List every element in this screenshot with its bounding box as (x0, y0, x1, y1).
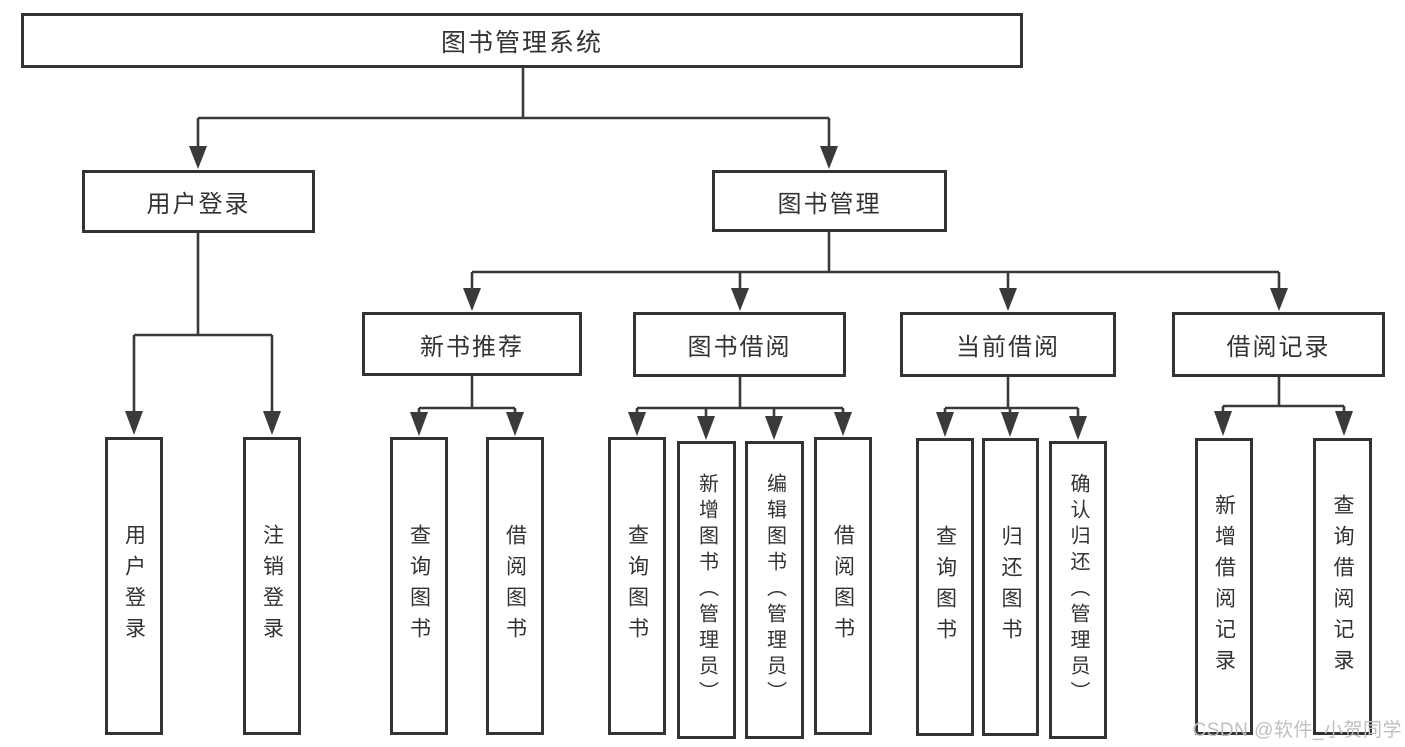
watermark-text: CSDN @软件_小贺同学 (1192, 720, 1402, 741)
arrowhead (834, 412, 852, 436)
node-label: 归还图书 (999, 525, 1022, 649)
node-new-book-recommend: 新书推荐 (362, 312, 582, 376)
node-label: 借阅图书 (831, 524, 855, 648)
arrowhead (463, 288, 481, 311)
arrowhead (697, 416, 715, 440)
leaf-user-login: 用户登录 (105, 437, 163, 735)
node-label: 当前借阅 (956, 334, 1060, 361)
arrowhead (1069, 416, 1087, 440)
node-book-management: 图书管理 (712, 170, 947, 232)
node-label: 查询图书 (933, 525, 957, 649)
connector-new-book-recommend-to-leaves (410, 376, 524, 436)
leaf-confirm-return-admin: 确认归还（管理员） (1049, 441, 1107, 739)
arrowhead (1001, 412, 1019, 437)
node-current-borrowing: 当前借阅 (900, 312, 1116, 377)
arrowhead (125, 411, 143, 435)
connector-borrow-records-to-leaves (1214, 377, 1353, 436)
connector-user-login-to-leaves (125, 233, 281, 435)
arrowhead (820, 146, 838, 169)
arrowhead (1270, 288, 1288, 311)
node-label: 查询借阅记录 (1331, 493, 1354, 680)
node-label: 注销登录 (260, 524, 284, 648)
connector-book-borrowing-to-leaves (628, 377, 852, 440)
leaf-edit-books-admin: 编辑图书（管理员） (745, 441, 804, 739)
node-label: 借阅图书 (503, 524, 527, 648)
leaf-query-books-current: 查询图书 (916, 438, 974, 736)
node-borrow-records: 借阅记录 (1172, 312, 1385, 377)
node-label: 新增借阅记录 (1212, 493, 1236, 680)
arrowhead (936, 412, 954, 437)
arrowhead (731, 288, 749, 311)
arrowhead (410, 412, 428, 436)
leaf-return-books: 归还图书 (982, 438, 1039, 736)
node-label: 借阅记录 (1226, 334, 1331, 361)
node-label: 查询图书 (407, 524, 431, 648)
connector-root-to-branches (189, 68, 838, 169)
node-label: 确认归还（管理员） (1067, 473, 1089, 707)
node-user-login: 用户登录 (82, 170, 315, 233)
node-system-root: 图书管理系统 (21, 13, 1023, 68)
arrowhead (506, 412, 524, 436)
arrowhead (999, 288, 1017, 311)
connector-book-management-to-modules (463, 232, 1288, 311)
leaf-add-borrow-record: 新增借阅记录 (1195, 438, 1253, 735)
node-label: 用户登录 (146, 191, 251, 218)
node-label: 图书借阅 (687, 334, 792, 361)
node-book-borrowing: 图书借阅 (633, 312, 846, 377)
leaf-query-borrow-record: 查询借阅记录 (1313, 438, 1372, 735)
arrowhead (189, 146, 207, 169)
leaf-borrow-books: 借阅图书 (814, 437, 872, 735)
node-label: 用户登录 (122, 524, 146, 648)
node-label: 新增图书（管理员） (695, 473, 718, 707)
node-label: 编辑图书（管理员） (763, 473, 786, 707)
leaf-query-books-recommend: 查询图书 (390, 437, 448, 735)
node-label: 新书推荐 (420, 333, 524, 361)
node-label: 图书管理 (777, 190, 882, 218)
arrowhead (765, 416, 783, 440)
arrowhead (628, 412, 646, 436)
leaf-add-books-admin: 新增图书（管理员） (677, 441, 736, 739)
arrowhead (1214, 411, 1232, 436)
leaf-borrow-books-recommend: 借阅图书 (486, 437, 544, 735)
arrowhead (1335, 411, 1353, 436)
node-label: 查询图书 (625, 524, 649, 648)
leaf-logout: 注销登录 (243, 437, 301, 735)
connector-current-borrowing-to-leaves (936, 377, 1087, 440)
arrowhead (263, 411, 281, 435)
node-label: 图书管理系统 (440, 28, 603, 57)
leaf-query-books-borrowing: 查询图书 (608, 437, 666, 735)
